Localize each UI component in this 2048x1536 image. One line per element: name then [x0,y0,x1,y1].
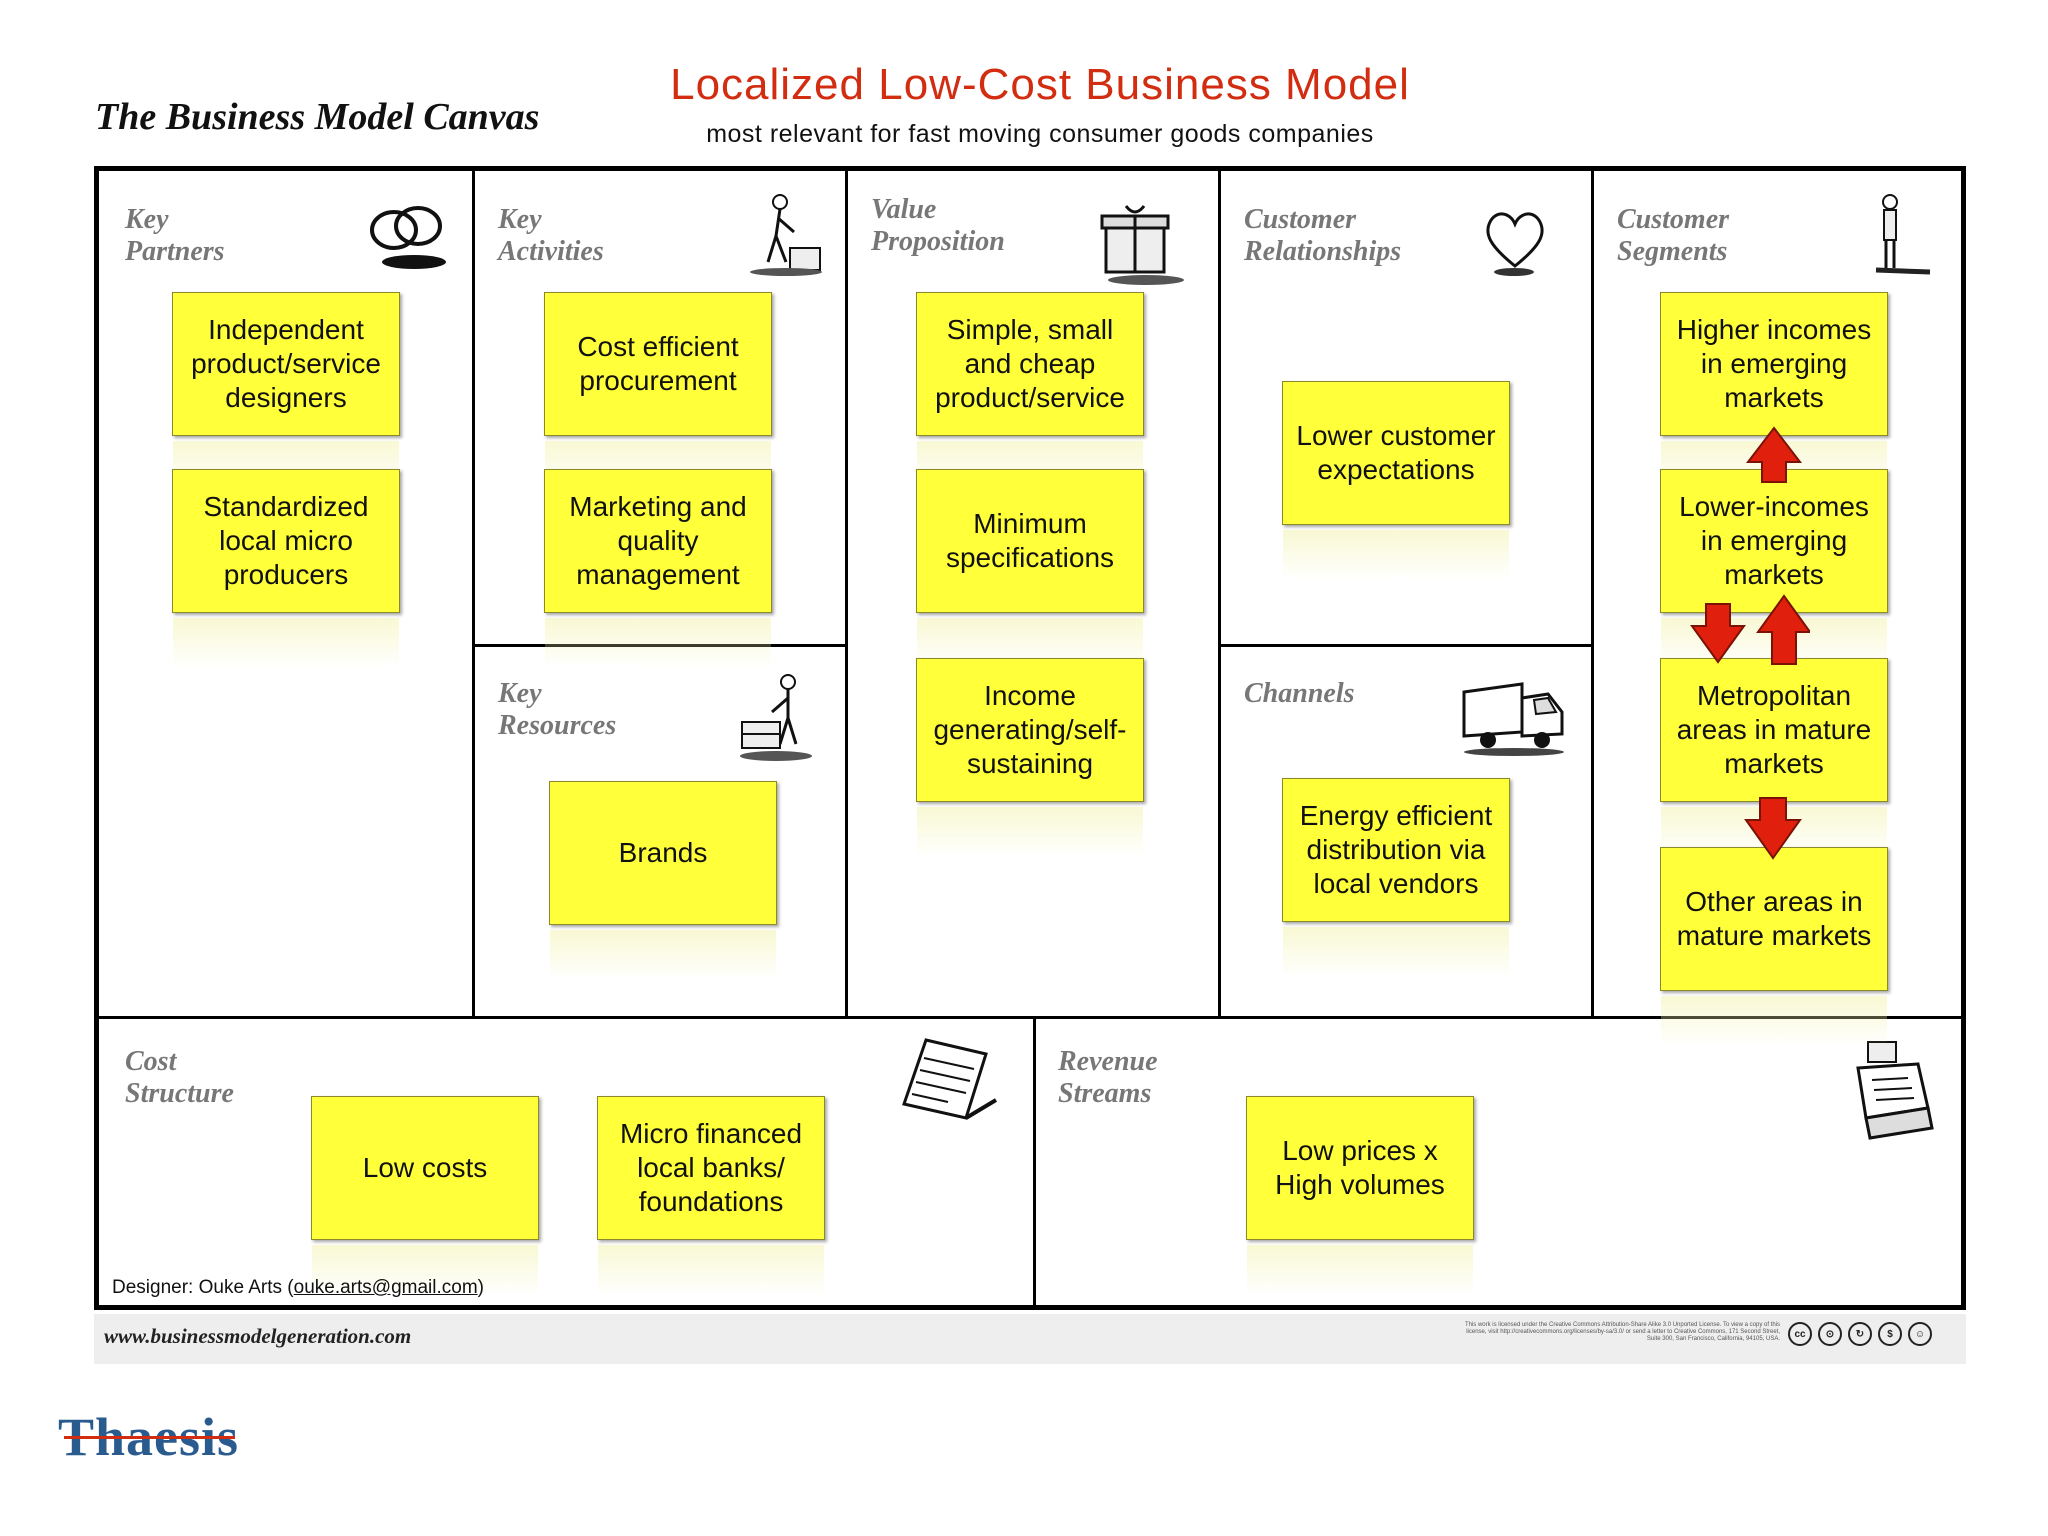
attribution-icon: ☺ [1908,1322,1932,1346]
value-proposition-title: Value Proposition [871,194,1005,257]
note-key-partners-2: Standardized local micro producers [172,469,400,668]
note-revenue-streams-1: Low prices x High volumes [1246,1096,1474,1295]
note-key-activities-2: Marketing and quality management [544,469,772,668]
worker-icon [750,194,822,276]
subtitle: most relevant for fast moving consumer g… [706,120,1374,148]
arrow-up-icon [1745,426,1803,483]
customer-relationships-title: Customer Relationships [1244,204,1402,267]
canvas-title: The Business Model Canvas [95,96,540,138]
rings-icon [370,206,446,269]
note-cost-structure-1: Low costs [311,1096,539,1295]
note-key-activities-1: Cost efficient procurement [544,292,772,491]
note-channels-1: Energy efficient distribution via local … [1282,778,1510,977]
receipt-icon [902,1038,998,1120]
note-key-partners-1: Independent product/service designers [172,292,400,491]
share-alike-icon: ↻ [1848,1322,1872,1346]
person-icon [1875,194,1931,275]
note-key-resources-1: Brands [549,781,777,980]
gift-icon [1100,205,1184,285]
footer-url[interactable]: www.businessmodelgeneration.com [104,1324,412,1348]
designer-email-link[interactable]: ouke.arts@gmail.com [293,1277,478,1298]
cash-register-icon [1856,1041,1934,1140]
main-title: Localized Low-Cost Business Model [670,60,1410,109]
arrow-down-icon [1690,603,1746,664]
resources-worker-icon [740,674,812,761]
cost-structure-title: Cost Structure [125,1046,234,1109]
note-customer-relationships-1: Lower customer expectations [1282,381,1510,580]
key-partners-title: Key Partners [125,204,225,267]
copyright-icon: ⊙ [1818,1322,1842,1346]
cc-icon: cc [1788,1322,1812,1346]
heart-icon [1486,212,1544,276]
noncommercial-icon: $ [1878,1322,1902,1346]
note-value-proposition-3: Income generating/self-sustaining [916,658,1144,857]
arrow-up-icon [1756,594,1810,665]
license-text: This work is licensed under the Creative… [1464,1322,1780,1342]
note-customer-segments-1: Higher incomes in emerging markets [1660,292,1888,491]
channels-title: Channels [1244,678,1355,709]
note-customer-segments-4: Other areas in mature markets [1660,847,1888,1046]
customer-segments-title: Customer Segments [1617,204,1730,267]
note-value-proposition-1: Simple, small and cheap product/service [916,292,1144,491]
thaesis-logo: Thaesis [58,1407,240,1467]
note-value-proposition-2: Minimum specifications [916,469,1144,668]
revenue-streams-title: Revenue Streams [1058,1046,1158,1109]
key-resources-title: Key Resources [498,678,617,741]
designer-credit: Designer: Ouke Arts (ouke.arts@gmail.com… [112,1277,484,1298]
truck-icon [1462,682,1564,756]
key-activities-title: Key Activities [498,204,604,267]
footer-bar [94,1314,1966,1364]
segment-arrows [1690,426,1810,665]
note-cost-structure-2: Micro financed local banks/ foundations [597,1096,825,1295]
arrow-down-icon [1744,797,1802,860]
cc-icons: cc ⊙ ↻ $ ☺ [1788,1322,1932,1346]
